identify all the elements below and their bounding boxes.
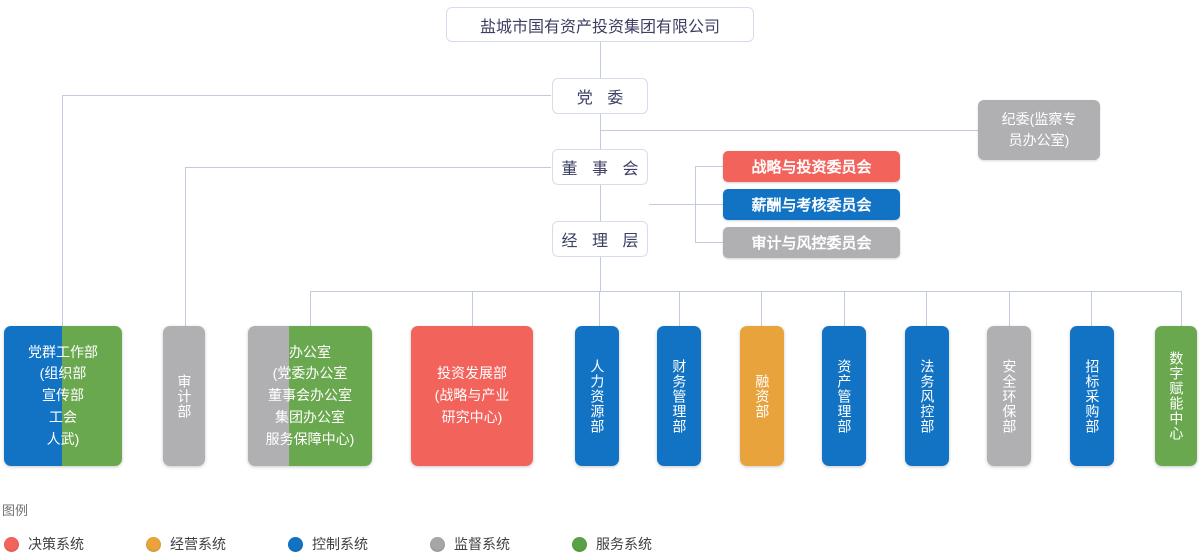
connector-dangqun-drop: [62, 95, 63, 326]
root-node[interactable]: 盐城市国有资产投资集团有限公司: [446, 7, 754, 42]
connector-drop-4: [679, 291, 680, 326]
legend-dot-supervision: [430, 536, 445, 552]
legend-dot-control: [288, 536, 303, 552]
department-label: 融资部: [754, 373, 771, 419]
connector-drop-2: [472, 291, 473, 326]
fill-left: [4, 326, 62, 466]
fill-right: [61, 326, 122, 466]
legend-item-operation: 经营系统: [146, 534, 226, 554]
fill-full: [905, 326, 949, 466]
fill-full: [575, 326, 619, 466]
department-audit[interactable]: 审计部: [163, 326, 205, 466]
department-safety-environment[interactable]: 安全环保部: [987, 326, 1031, 466]
legend-dot-operation: [146, 536, 161, 552]
department-label: 安全环保部: [1001, 358, 1018, 434]
connector-drop-5: [761, 291, 762, 326]
connector-dangwei-to-jiwei: [600, 130, 980, 131]
committee-compensation-assessment[interactable]: 薪酬与考核委员会: [723, 189, 900, 220]
supervision-node-discipline[interactable]: 纪委(监察专 员办公室): [978, 100, 1100, 160]
department-label: 投资发展部 (战略与产业 研究中心): [434, 365, 510, 425]
connector-drop-3: [599, 291, 600, 326]
department-label: 办公室 (党委办公室 董事会办公室 集团办公室 服务保障中心): [265, 343, 355, 447]
legend-dot-service: [572, 536, 587, 552]
legend-label-service: 服务系统: [596, 536, 652, 552]
department-label: 招标采购部: [1084, 358, 1101, 434]
department-general-office[interactable]: 办公室 (党委办公室 董事会办公室 集团办公室 服务保障中心): [248, 326, 372, 466]
connector-drop-7: [926, 291, 927, 326]
legend-item-control: 控制系统: [288, 534, 368, 554]
fill-full: [822, 326, 866, 466]
legend-label-control: 控制系统: [312, 536, 368, 552]
governance-node-management[interactable]: 经 理 层: [552, 221, 648, 257]
legend-label-operation: 经营系统: [170, 536, 226, 552]
legend-label-decision: 决策系统: [28, 536, 84, 552]
legend-row: 决策系统 经营系统 控制系统 监督系统 服务系统: [0, 534, 698, 554]
department-asset-management[interactable]: 资产管理部: [822, 326, 866, 466]
connector-committee-audit: [695, 242, 723, 243]
legend-title: 图例: [2, 503, 29, 518]
department-label: 财务管理部: [671, 358, 688, 434]
department-bidding-procurement[interactable]: 招标采购部: [1070, 326, 1114, 466]
connector-dongshihui-to-jingliceng: [600, 185, 601, 221]
department-label: 审计部: [176, 373, 193, 419]
connector-shenjibu-drop: [185, 167, 186, 326]
department-label: 资产管理部: [836, 358, 853, 434]
fill-full: [411, 326, 533, 466]
governance-node-party-committee[interactable]: 党 委: [552, 78, 648, 114]
fill-full: [163, 326, 205, 466]
department-label: 人力资源部: [589, 358, 606, 434]
department-financing[interactable]: 融资部: [740, 326, 784, 466]
governance-node-board[interactable]: 董 事 会: [552, 149, 648, 185]
legend-item-decision: 决策系统: [4, 534, 84, 554]
connector-drop-9: [1091, 291, 1092, 326]
connector-jingliceng-to-bus: [600, 257, 601, 291]
legend-item-service: 服务系统: [572, 534, 652, 554]
department-investment-development[interactable]: 投资发展部 (战略与产业 研究中心): [411, 326, 533, 466]
department-party-mass-work[interactable]: 党群工作部 (组织部 宣传部 工会 人武): [4, 326, 122, 466]
fill-left: [248, 326, 289, 466]
legend-dot-decision: [4, 536, 19, 552]
connector-committee-comp: [695, 204, 723, 205]
department-label: 党群工作部 (组织部 宣传部 工会 人武): [28, 343, 98, 447]
connector-dangwei-left-arm: [62, 95, 551, 96]
connector-department-bus: [310, 291, 1182, 292]
fill-full: [657, 326, 701, 466]
connector-dongshihui-right-arm: [649, 204, 695, 205]
fill-full: [1155, 326, 1197, 466]
committee-audit-risk[interactable]: 审计与风控委员会: [723, 227, 900, 258]
connector-committee-strategy: [695, 166, 723, 167]
connector-root-to-dangwei: [600, 41, 601, 78]
fill-full: [740, 326, 784, 466]
connector-drop-1: [310, 291, 311, 326]
connector-drop-8: [1009, 291, 1010, 326]
connector-drop-6: [844, 291, 845, 326]
department-finance-management[interactable]: 财务管理部: [657, 326, 701, 466]
department-legal-risk-control[interactable]: 法务风控部: [905, 326, 949, 466]
fill-full: [1070, 326, 1114, 466]
department-digital-empowerment[interactable]: 数字赋能中心: [1155, 326, 1197, 466]
committee-strategy-investment[interactable]: 战略与投资委员会: [723, 151, 900, 182]
connector-dongshihui-left-arm: [185, 167, 551, 168]
connector-spine-dangwei-jinglicengs: [600, 113, 601, 149]
connector-drop-10: [1181, 291, 1182, 326]
department-label: 数字赋能中心: [1168, 351, 1185, 441]
department-human-resources[interactable]: 人力资源部: [575, 326, 619, 466]
legend-label-supervision: 监督系统: [454, 536, 510, 552]
department-label: 法务风控部: [919, 358, 936, 434]
fill-right: [288, 326, 372, 466]
fill-full: [987, 326, 1031, 466]
legend-item-supervision: 监督系统: [430, 534, 510, 554]
